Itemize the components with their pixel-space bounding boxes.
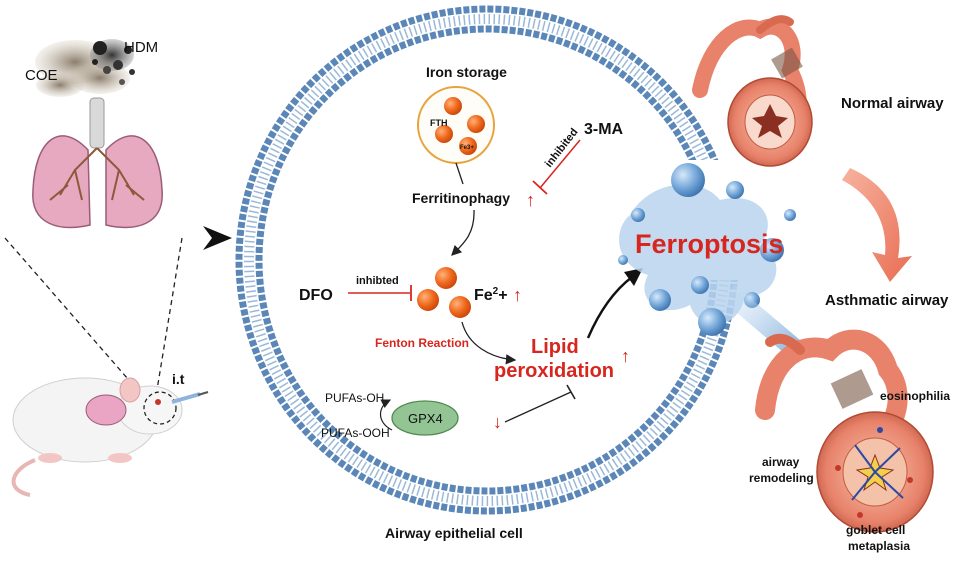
dfo-label: DFO [299,287,333,304]
iron-ball [467,115,485,133]
gpx4-down-arrow: ↓ [493,412,502,432]
asthmatic-airway-illustration [755,329,934,533]
fth-label: FTH [430,118,448,128]
fe2-label: Fe2+ [474,286,508,304]
iron-ball [435,125,453,143]
inhibted-dfo-label: inhibted [356,275,399,287]
fe2-ball [449,296,471,318]
gpx4-node [391,400,459,436]
airway-remodeling-label-line1: airway [762,455,800,469]
zoom-line-right [154,237,183,403]
big-curved-arrow [842,168,912,282]
normal-airway-illustration [692,15,813,167]
gpx4-label: GPX4 [408,411,443,426]
inhibition-line-3ma [539,139,581,189]
fenton-reaction-label: Fenton Reaction [375,336,469,350]
ferroptosis-label: Ferroptosis [635,229,784,259]
gpx4-inhibition-line [504,391,572,423]
normal-airway-label: Normal airway [841,95,944,112]
gpx4-inhibition-bar [566,384,576,400]
it-label: i.t [172,371,185,387]
iron-ball [444,97,462,115]
pollutant-cloud [35,39,135,97]
ferritinophagy-up-arrow: ↑ [526,190,535,210]
zoom-line-left [4,237,149,403]
asthmatic-airway-label: Asthmatic airway [825,292,949,309]
iron-storage-label: Iron storage [426,64,507,80]
entry-arrow [203,226,232,250]
peroxidation-to-ferroptosis-arrow [586,276,633,339]
fe2-up-arrow: ↑ [513,285,522,305]
ferritinophagy-label: Ferritinophagy [412,190,510,206]
pufas-oh-label: PUFAs-OH [325,391,384,405]
goblet-cell-label-line1: goblet cell [846,523,905,537]
fenton-arrow [461,321,517,365]
lipid-up-arrow: ↑ [621,346,630,366]
peroxidation-label: peroxidation [494,360,614,382]
fe2-ball [435,267,457,289]
goblet-cell-label-line2: metaplasia [848,539,910,553]
eosinophilia-label: eosinophilia [880,389,950,403]
three-ma-label: 3-MA [584,121,624,138]
coe-label: COE [25,67,58,84]
lipid-label: Lipid [531,336,579,358]
pufas-conversion-arrow [379,399,393,431]
airway-remodeling-label-line2: remodeling [749,471,814,485]
inhibition-bar-3ma [532,180,548,195]
iron-ball [459,137,477,155]
ferroptosis-arrowhead [624,268,643,286]
connector-line [455,162,464,185]
fe2-ball [417,289,439,311]
rat-illustration [11,377,209,497]
ferritinophagy-to-iron-arrow [451,209,475,256]
fe3-label: Fe3+ [460,145,474,151]
lungs-illustration [32,97,163,229]
cell-label: Airway epithelial cell [385,525,523,541]
pufas-ooh-label: PUFAs-OOH [321,426,390,440]
hdm-label: HDM [124,39,158,56]
